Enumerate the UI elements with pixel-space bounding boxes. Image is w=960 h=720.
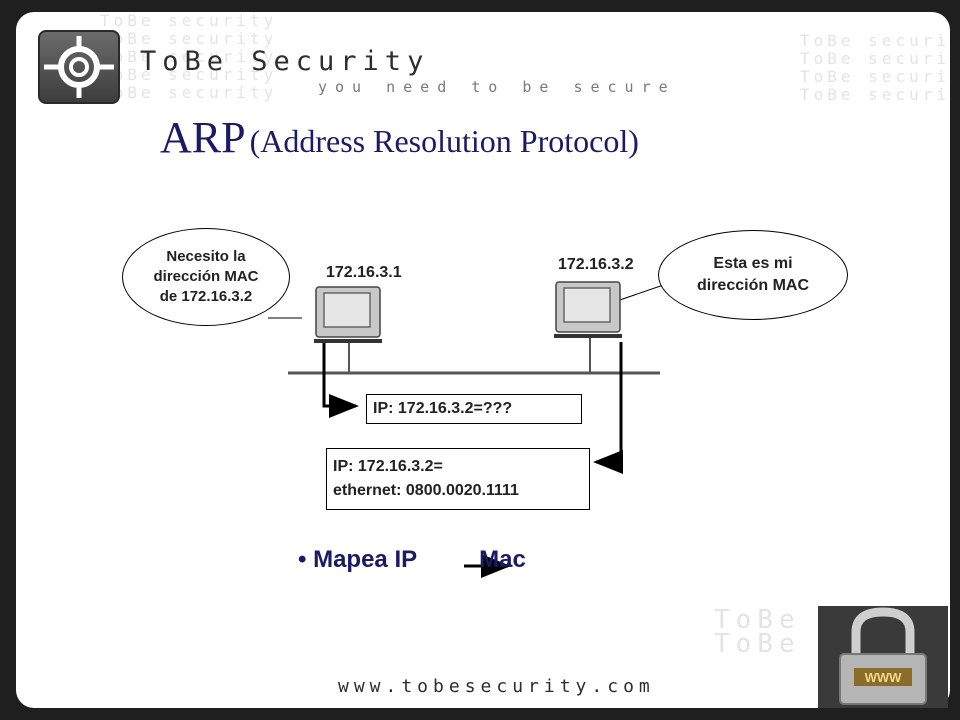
footer-url: www.tobesecurity.com: [338, 676, 655, 697]
background-decoration-right: ToBe security ToBe security ToBe securit…: [800, 31, 950, 104]
computer-icon: [554, 281, 622, 338]
request-arrow: [322, 342, 359, 418]
brand-tagline: you need to be secure: [318, 78, 676, 96]
slide-title: ARP (Address Resolution Protocol): [160, 112, 639, 163]
arp-reply-line: ethernet: 0800.0020.1111: [333, 482, 519, 499]
arp-request-text: IP: 172.16.3.2=???: [373, 400, 513, 417]
arp-reply-line: IP: 172.16.3.2=: [333, 458, 443, 475]
bullet-left: Mapea IP: [313, 546, 418, 573]
brand-name: ToBe Security: [140, 46, 430, 77]
callout-line: de 172.16.3.2: [159, 288, 253, 305]
content-panel: ToBe security ToBe security ToBe securit…: [16, 12, 950, 708]
callout-line: Necesito la: [166, 248, 246, 265]
arp-reply-box: IP: 172.16.3.2= ethernet: 0800.0020.1111: [326, 448, 590, 510]
title-sub: (Address Resolution Protocol): [249, 123, 639, 159]
background-decoration-bottom: ToBe ToBe: [714, 605, 801, 659]
host1-ip: 172.16.3.1: [326, 264, 402, 281]
padlock-text: WWW: [865, 670, 903, 685]
bullet-dot: •: [298, 546, 314, 573]
title-main: ARP: [160, 113, 246, 162]
callout-line: dirección MAC: [696, 277, 809, 294]
bullet-right: Mac: [479, 546, 526, 573]
request-callout: Necesito la dirección MAC de 172.16.3.2: [122, 228, 290, 326]
reply-arrow: [593, 342, 623, 474]
mapping-bullet: • Mapea IP Mac: [298, 546, 526, 574]
callout-line: Esta es mi: [713, 255, 793, 272]
callout-line: dirección MAC: [153, 268, 259, 285]
padlock-icon: WWW: [818, 606, 948, 708]
arp-request-box: IP: 172.16.3.2=???: [366, 394, 582, 424]
computer-icon: [314, 286, 382, 343]
reply-callout: Esta es mi dirección MAC: [658, 230, 848, 320]
logo-icon: [38, 30, 120, 104]
host2-ip: 172.16.3.2: [558, 256, 634, 273]
